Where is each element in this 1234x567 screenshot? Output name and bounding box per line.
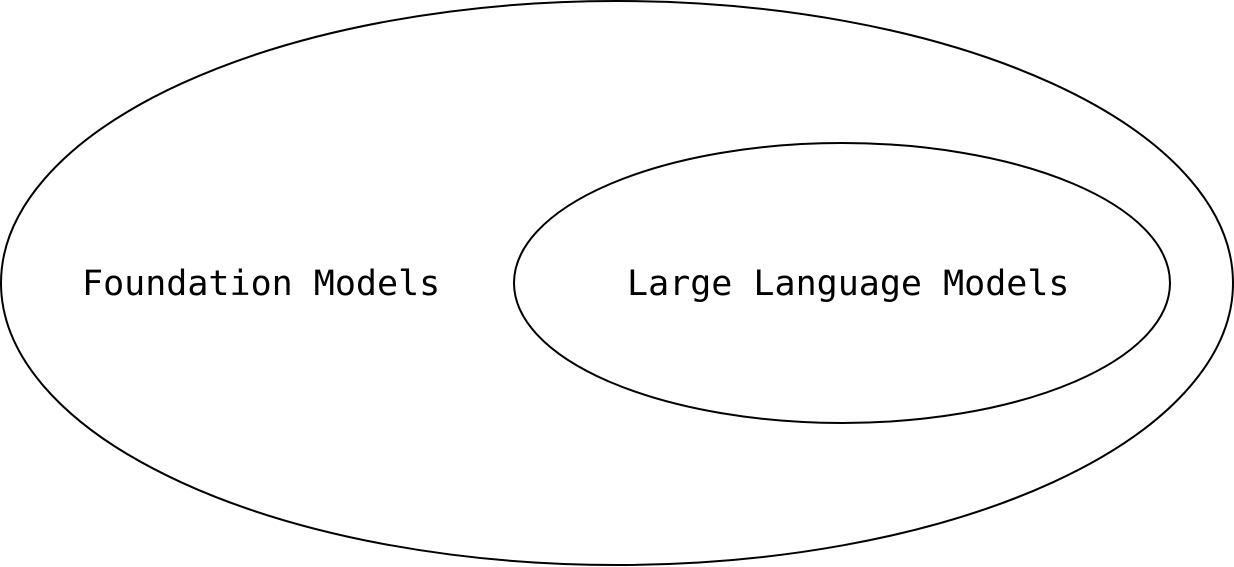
foundation-models-label: Foundation Models	[82, 264, 440, 304]
large-language-models-ellipse	[513, 142, 1171, 424]
large-language-models-label: Large Language Models	[627, 264, 1070, 304]
